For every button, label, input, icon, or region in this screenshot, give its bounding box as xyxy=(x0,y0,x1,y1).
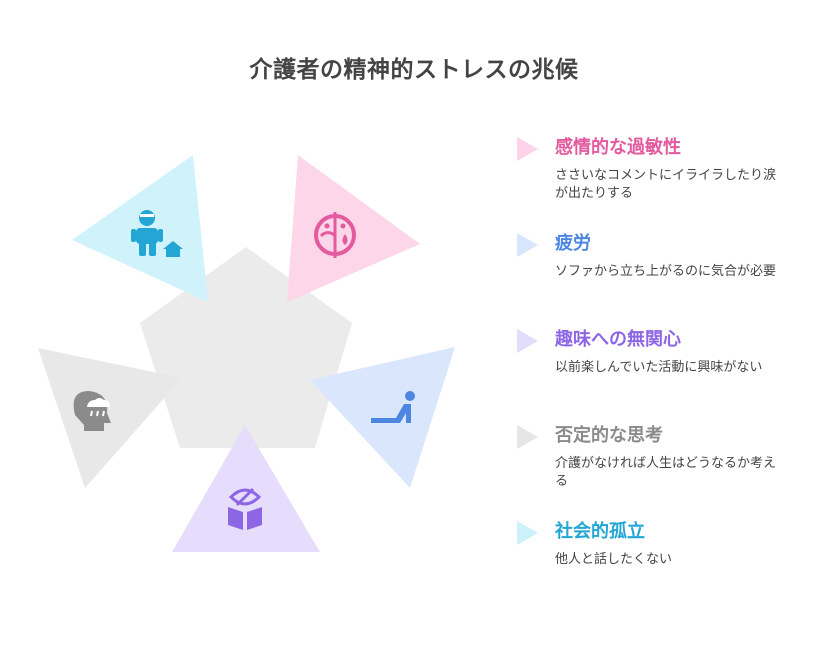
item-heading: 感情的な過敏性 xyxy=(555,137,681,158)
triangle-marker-icon xyxy=(517,233,538,257)
item-heading: 疲労 xyxy=(555,233,591,254)
sad-face-icon xyxy=(314,212,356,258)
item-heading: 趣味への無関心 xyxy=(555,329,681,350)
pentagon-diagram xyxy=(38,155,455,552)
person-rising-icon xyxy=(371,391,415,423)
triangle-marker-icon xyxy=(517,521,538,545)
triangle-marker-icon xyxy=(517,137,538,161)
item-description: 介護がなければ人生はどうなるか考える xyxy=(555,456,777,489)
triangle-negative-thinking xyxy=(38,348,182,488)
triangle-emotional-sensitivity xyxy=(287,155,420,302)
triangle-social-isolation xyxy=(72,155,208,302)
triangle-hobby-apathy xyxy=(172,425,320,552)
item-description: 他人と話したくない xyxy=(555,552,673,567)
triangle-marker-icon xyxy=(517,425,538,449)
triangle-fatigue xyxy=(310,347,455,488)
person-house-icon xyxy=(131,210,183,257)
diagram-title: 介護者の精神的ストレスの兆候 xyxy=(249,57,579,83)
item-heading: 社会的孤立 xyxy=(555,521,645,542)
triangle-marker-icon xyxy=(517,329,538,353)
item-description: ソファから立ち上がるのに気合が必要 xyxy=(555,264,777,279)
item-heading: 否定的な思考 xyxy=(555,425,663,446)
book-eye-icon xyxy=(228,487,262,530)
center-pentagon xyxy=(140,247,352,448)
item-description: 以前楽しんでいた活動に興味がない xyxy=(555,360,763,375)
head-raincloud-icon xyxy=(73,391,111,431)
item-description: ささいなコメントにイライラしたり涙が出たりする xyxy=(555,168,777,201)
